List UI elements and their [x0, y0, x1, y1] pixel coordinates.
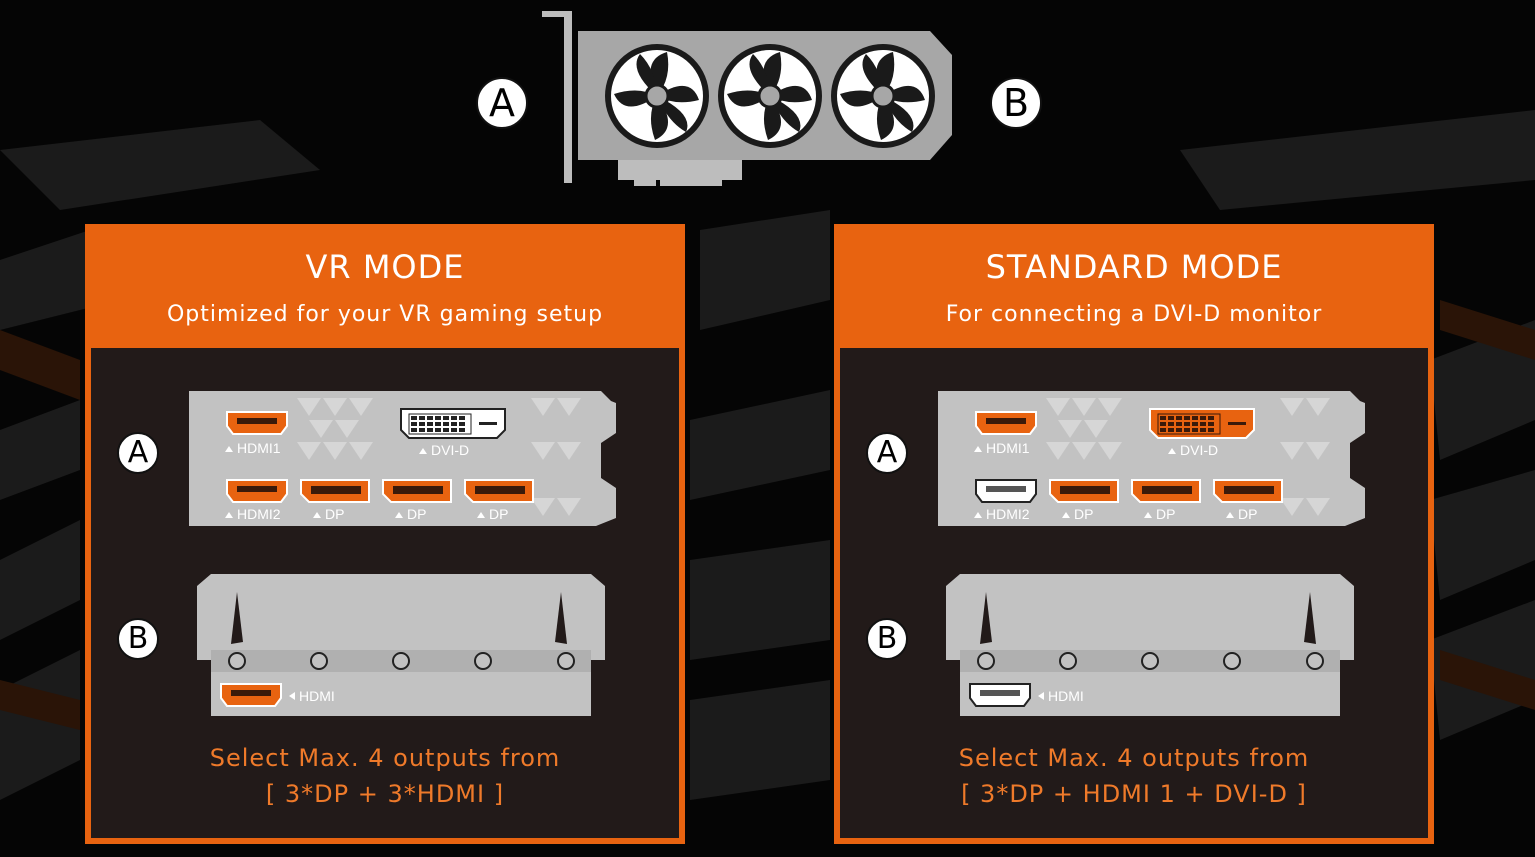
port-label-hdmi2: HDMI2 — [225, 506, 281, 522]
panel-subtitle: For connecting a DVI-D monitor — [945, 302, 1323, 327]
port-label-dp: DP — [313, 506, 344, 522]
badge-a: A — [866, 432, 908, 474]
badge-a: A — [117, 432, 159, 474]
panel-header: STANDARD MODE For connecting a DVI-D mon… — [834, 224, 1434, 348]
port-label-hdmi-b: HDMI — [289, 688, 335, 704]
port-label-dp: DP — [1226, 506, 1257, 522]
port-label-dp: DP — [477, 506, 508, 522]
badge-a-top: A — [476, 77, 528, 129]
panel-title: STANDARD MODE — [985, 248, 1283, 286]
standard-mode-panel: STANDARD MODE For connecting a DVI-D mon… — [834, 224, 1434, 844]
panel-title: VR MODE — [305, 248, 465, 286]
io-bracket-a — [938, 391, 1365, 716]
port-label-hdmi1: HDMI1 — [225, 440, 281, 456]
caption-line1: Select Max. 4 outputs from — [209, 744, 561, 772]
port-label-dp: DP — [1144, 506, 1175, 522]
port-label-dvid: DVI-D — [419, 442, 469, 458]
port-label-hdmi2: HDMI2 — [974, 506, 1030, 522]
port-label-dp: DP — [395, 506, 426, 522]
caption-line2: [ 3*DP + HDMI 1 + DVI-D ] — [961, 780, 1307, 808]
badge-b: B — [866, 618, 908, 660]
io-bracket-a — [189, 391, 616, 716]
caption-line2: [ 3*DP + 3*HDMI ] — [265, 780, 505, 808]
caption-line1: Select Max. 4 outputs from — [958, 744, 1310, 772]
panel-subtitle: Optimized for your VR gaming setup — [166, 302, 604, 327]
graphics-card-illustration — [542, 11, 952, 186]
port-label-hdmi1: HDMI1 — [974, 440, 1030, 456]
panel-header: VR MODE Optimized for your VR gaming set… — [85, 224, 685, 348]
port-label-dvid: DVI-D — [1168, 442, 1218, 458]
panel-body: A B HDMI1 DVI-D HDMI2 DP DP DP HDMI Sele… — [91, 348, 679, 838]
panel-body: A B HDMI1 DVI-D HDMI2 DP DP DP HDMI Sele… — [840, 348, 1428, 838]
vr-mode-panel: VR MODE Optimized for your VR gaming set… — [85, 224, 685, 844]
port-label-dp: DP — [1062, 506, 1093, 522]
port-label-hdmi-b: HDMI — [1038, 688, 1084, 704]
badge-b: B — [117, 618, 159, 660]
badge-b-top: B — [990, 77, 1042, 129]
